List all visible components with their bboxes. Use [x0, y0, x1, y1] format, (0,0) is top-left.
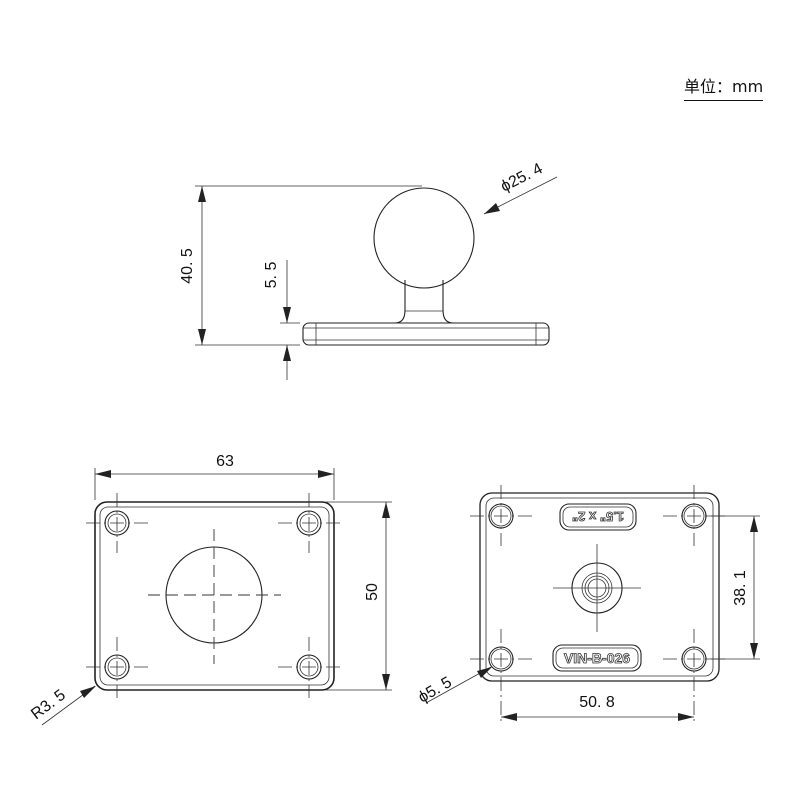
mount-holes	[86, 493, 340, 698]
side-view: 40. 5 5. 5 ϕ25. 4	[179, 160, 558, 380]
bottom-view: 1.5" x 2" VIN-B-026 38. 1 50. 8 ϕ5. 5	[416, 485, 760, 725]
model-label-plate: VIN-B-026	[552, 644, 642, 672]
size-label-plate: 1.5" x 2"	[559, 503, 637, 531]
dim-hole-spacing-x: 50. 8	[579, 694, 615, 711]
dim-total-height: 40. 5	[179, 248, 196, 284]
bottom-plate-outline	[479, 492, 720, 682]
unit-label: 单位：mm	[684, 73, 764, 101]
ball	[373, 187, 475, 289]
dim-height: 50	[364, 583, 381, 601]
top-plate-outline	[94, 501, 335, 691]
dim-hole-diameter: ϕ5. 5	[416, 674, 455, 707]
size-label: 1.5" x 2"	[572, 509, 624, 524]
dim-width: 63	[216, 453, 234, 470]
dim-corner-radius: R3. 5	[28, 687, 69, 724]
center-boss	[553, 544, 641, 632]
dim-plate-thickness: 5. 5	[263, 262, 280, 289]
model-label: VIN-B-026	[564, 650, 630, 666]
ball-neck	[394, 280, 454, 324]
top-view: 63 50 R3. 5	[28, 453, 392, 726]
dim-ball-diameter: ϕ25. 4	[498, 160, 545, 195]
dim-hole-spacing-y: 38. 1	[732, 570, 749, 606]
side-plate	[302, 322, 550, 346]
